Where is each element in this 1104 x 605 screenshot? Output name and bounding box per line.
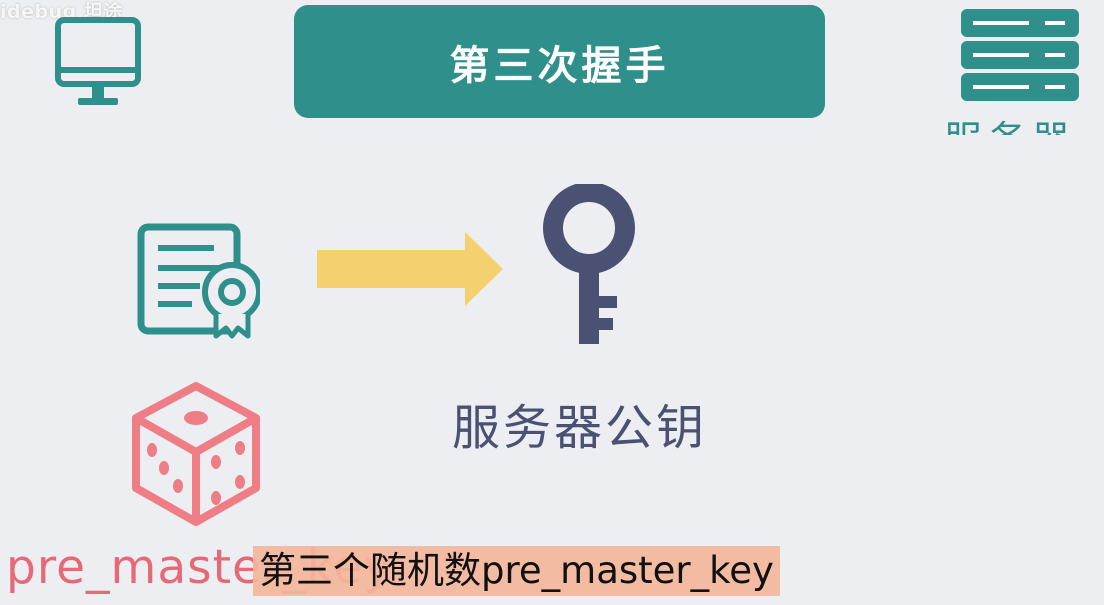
dice-icon bbox=[132, 382, 260, 526]
page-title: 第三次握手 bbox=[449, 42, 670, 89]
desktop-monitor-icon bbox=[55, 17, 141, 105]
right-arrow-icon bbox=[317, 232, 503, 306]
server-label-text: 服务器 bbox=[944, 109, 1076, 135]
server-label: 服务器 bbox=[944, 103, 1104, 135]
video-subtitle: 第三个随机数pre_master_key bbox=[253, 546, 780, 596]
key-icon bbox=[543, 184, 635, 344]
server-public-key-label: 服务器公钥 bbox=[452, 400, 708, 456]
title-banner: 第三次握手 bbox=[294, 5, 825, 118]
certificate-icon bbox=[137, 223, 260, 339]
server-rack-icon bbox=[961, 9, 1079, 101]
